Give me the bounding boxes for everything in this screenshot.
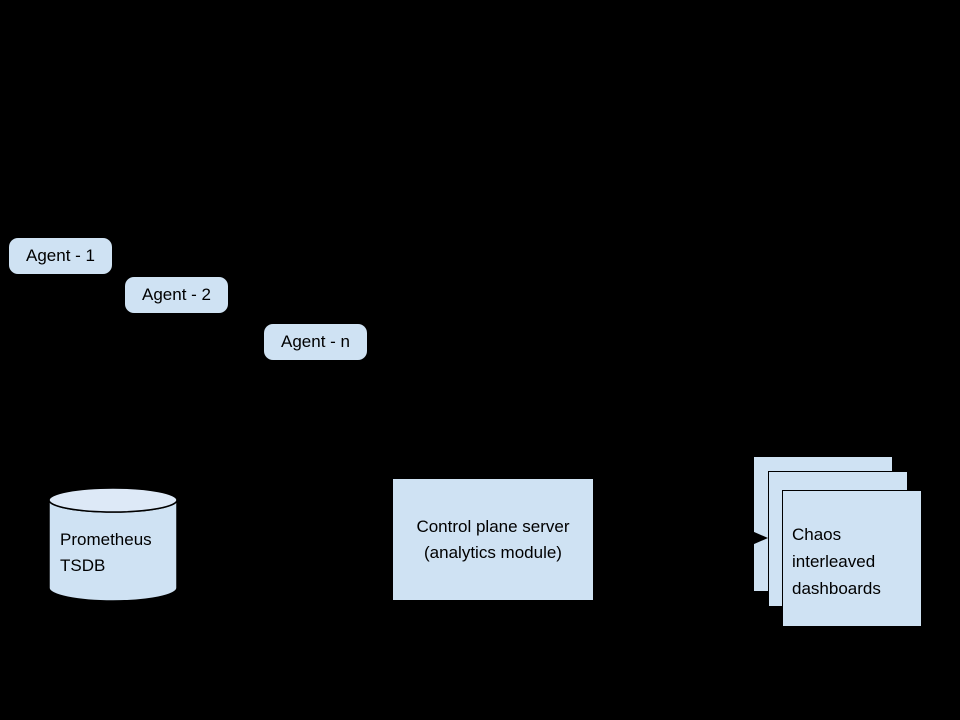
dashboards-label-line1: Chaos [792, 525, 842, 544]
tsdb-cylinder-top [48, 487, 178, 513]
control-plane-label-line1: Control plane server [416, 516, 570, 536]
agent-1-node: Agent - 1 [9, 238, 112, 274]
tsdb-label-line1: Prometheus [60, 530, 152, 549]
control-plane-label-line2: (analytics module) [424, 542, 562, 562]
agent-2-node: Agent - 2 [125, 277, 228, 313]
dashboards-node: Chaos interleaved dashboards [782, 490, 922, 627]
dashboards-label-line2: interleaved [792, 552, 876, 571]
control-plane-node: Control plane server (analytics module) [393, 479, 593, 600]
tsdb-node-label: Prometheus TSDB [60, 527, 152, 579]
agent-n-label: Agent - n [281, 332, 350, 351]
agent-n-node: Agent - n [264, 324, 367, 360]
dashboards-label-line3: dashboards [792, 579, 881, 598]
tsdb-label-line2: TSDB [60, 556, 106, 575]
agent-2-label: Agent - 2 [142, 285, 211, 304]
agent-1-label: Agent - 1 [26, 246, 95, 265]
